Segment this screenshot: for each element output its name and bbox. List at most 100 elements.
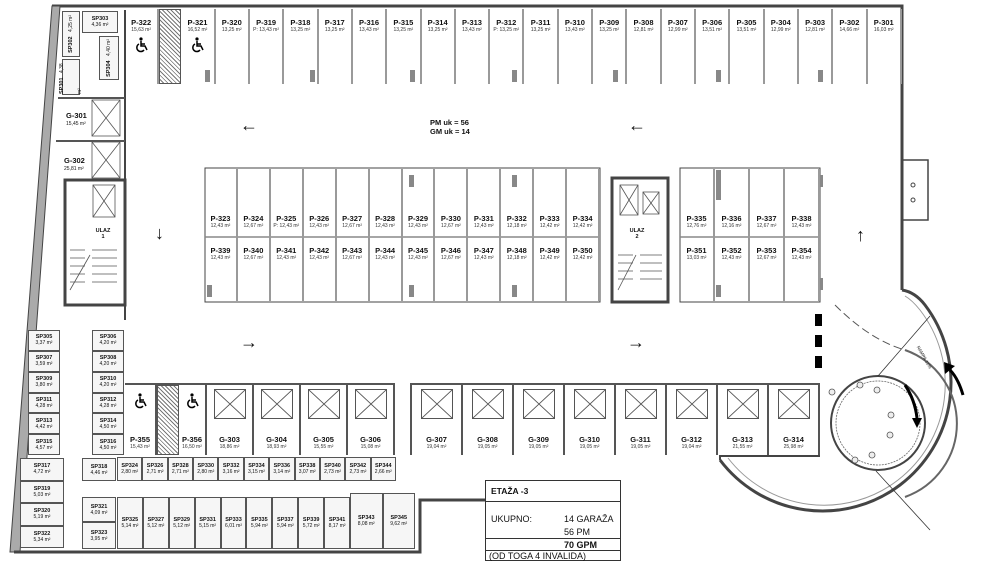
storage-sp302[interactable]: SP302 4,25 m² bbox=[62, 11, 80, 57]
storage-sp301[interactable]: SP301 4,38 m² bbox=[59, 59, 83, 95]
garage-g-301[interactable]: G-301 15,45 m² bbox=[58, 97, 125, 140]
storage-sp304[interactable]: SP304 4,40 m² bbox=[99, 36, 119, 80]
garage-g-302[interactable]: G-302 25,81 m² bbox=[56, 140, 125, 180]
